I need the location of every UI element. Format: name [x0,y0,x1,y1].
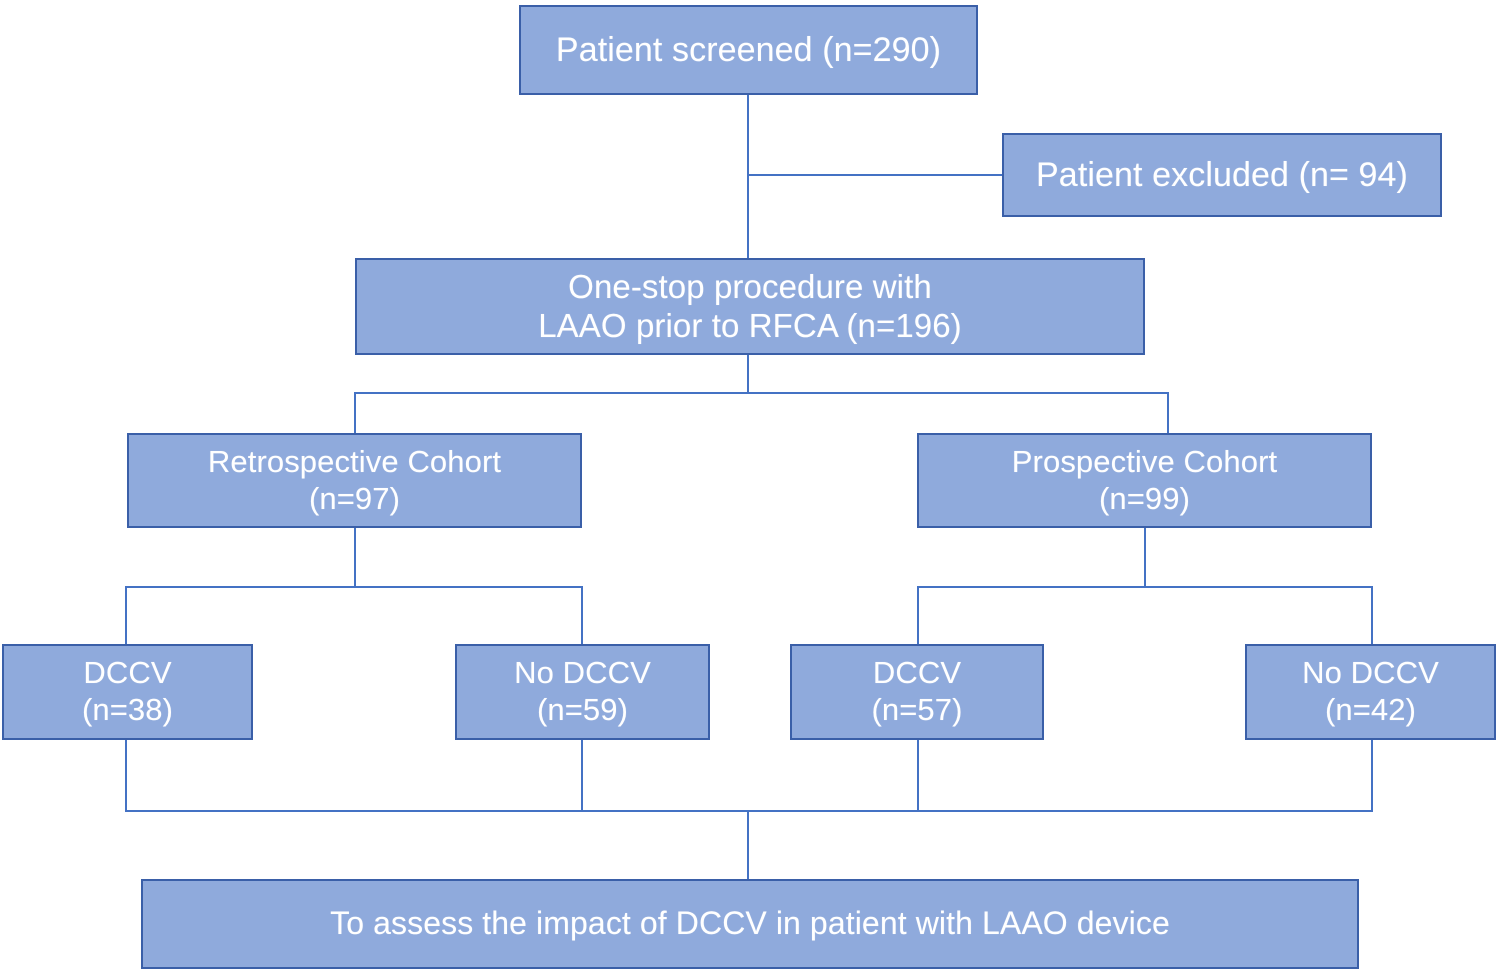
connector-no-dccv-pro-down [1371,740,1373,811]
connector-onestop-stem [747,355,749,393]
node-dccv-prospective: DCCV (n=57) [790,644,1044,740]
connector-screened-to-excluded [747,174,1002,176]
node-study-objective: To assess the impact of DCCV in patient … [141,879,1359,969]
connector-retrospective-stem [354,528,356,587]
connector-prospective-stem [1144,528,1146,587]
connector-to-retrospective [354,392,356,434]
connector-cohort-bus [354,392,1169,394]
connector-to-no-dccv-pro [1371,586,1373,644]
connector-screened-to-onestop [747,95,749,258]
node-prospective-cohort: Prospective Cohort (n=99) [917,433,1372,528]
connector-dccv-retro-down [125,740,127,811]
connector-dccv-pro-down [917,740,919,811]
node-one-stop-procedure: One-stop procedure with LAAO prior to RF… [355,258,1145,355]
connector-no-dccv-retro-down [581,740,583,811]
node-dccv-retrospective: DCCV (n=38) [2,644,253,740]
node-no-dccv-prospective: No DCCV (n=42) [1245,644,1496,740]
connector-merge-bus [125,810,1373,812]
connector-to-dccv-retro [125,586,127,644]
connector-retrospective-bus [125,586,583,588]
node-patient-screened: Patient screened (n=290) [519,5,978,95]
connector-to-prospective [1167,392,1169,434]
node-no-dccv-retrospective: No DCCV (n=59) [455,644,710,740]
connector-merge-to-objective [747,810,749,879]
node-retrospective-cohort: Retrospective Cohort (n=97) [127,433,582,528]
connector-to-dccv-pro [917,586,919,644]
connector-prospective-bus [917,586,1373,588]
node-patient-excluded: Patient excluded (n= 94) [1002,133,1442,217]
connector-to-no-dccv-retro [581,586,583,644]
